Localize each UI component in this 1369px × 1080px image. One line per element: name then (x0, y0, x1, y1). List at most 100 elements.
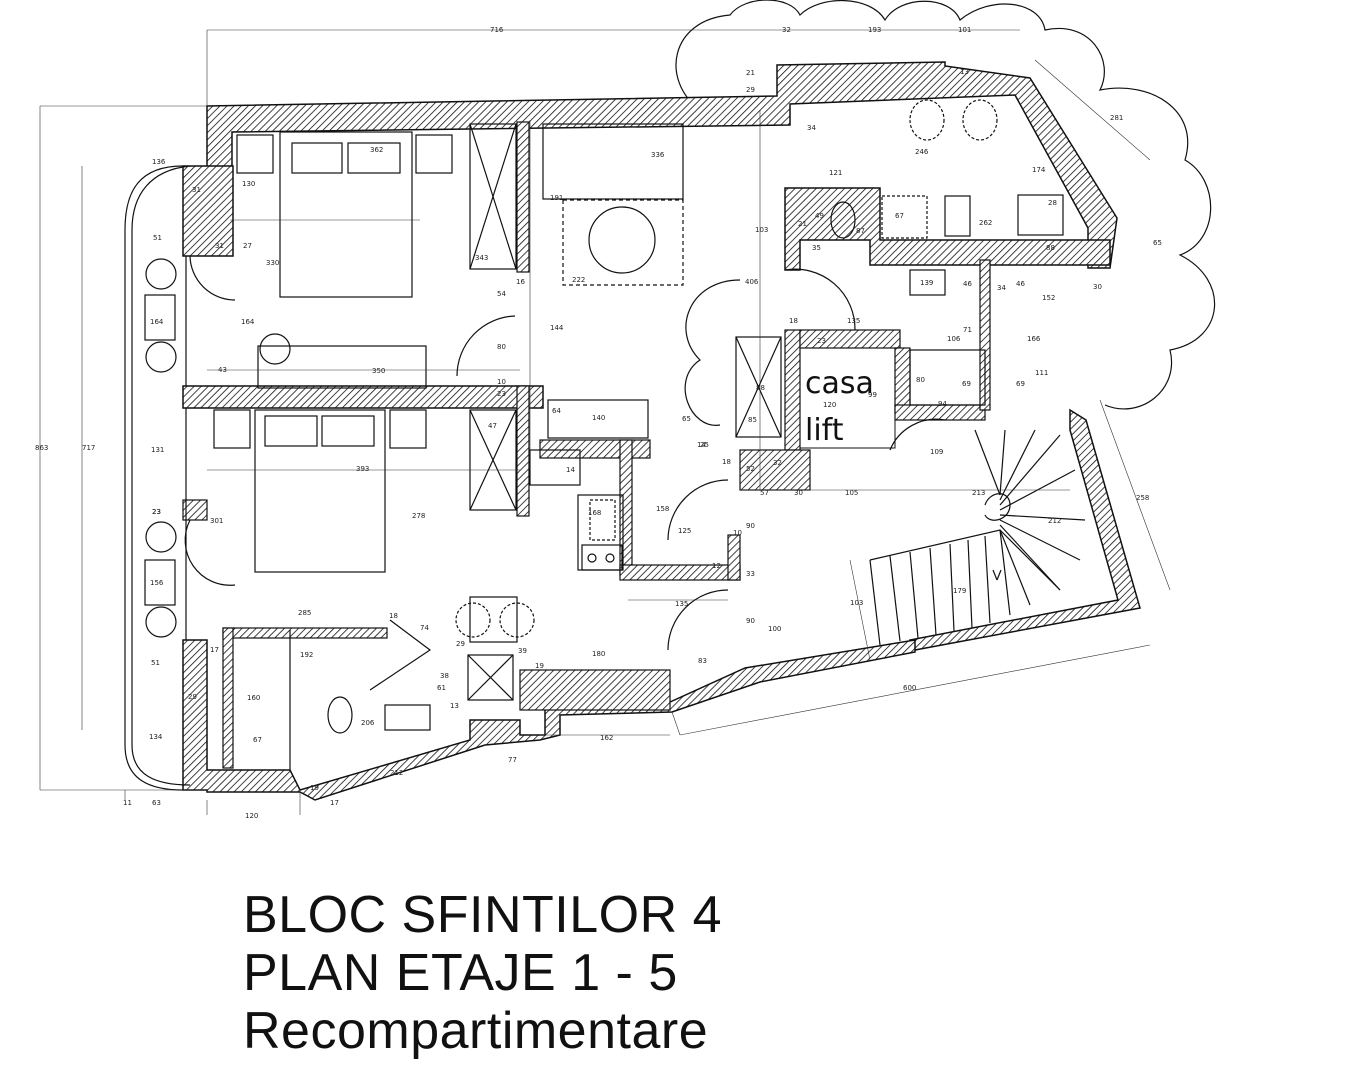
dimension-label: 343 (475, 254, 488, 262)
dimension-label: 362 (370, 146, 383, 154)
dimension-label: 74 (420, 624, 429, 632)
dimension-label: 103 (850, 599, 863, 607)
dimension-label: 193 (868, 26, 881, 34)
exterior-walls (182, 61, 1141, 801)
dimension-label: 17 (210, 646, 219, 654)
dimension-label: 18 (722, 458, 731, 466)
dimension-label: 85 (748, 416, 757, 424)
dimension-label: 31 (192, 186, 201, 194)
dimension-label: 164 (150, 318, 164, 326)
dimension-label: 87 (856, 227, 865, 235)
dimension-label: 174 (1032, 166, 1046, 174)
dimension-label: 262 (979, 219, 992, 227)
dimension-label: 135 (847, 317, 860, 325)
living-furniture (542, 123, 684, 439)
dimension-label: 212 (390, 769, 403, 777)
dimension-label: 51 (151, 659, 160, 667)
dimension-label: 13 (960, 68, 969, 76)
dimension-label: 191 (550, 194, 563, 202)
dimension-label: 90 (746, 522, 755, 530)
dimension-label: 16 (516, 278, 525, 286)
dimension-label: 34 (807, 124, 816, 132)
dimension-label: 101 (958, 26, 971, 34)
dimension-label: 258 (1136, 494, 1149, 502)
dimension-label: 88 (1046, 244, 1055, 252)
elevator-label-line2: lift (805, 413, 844, 448)
dimension-label: 19 (310, 784, 319, 792)
dimension-label: 192 (300, 651, 313, 659)
dimension-label: 134 (149, 733, 163, 741)
dimension-label: 18 (389, 612, 398, 620)
bedroom-2-furniture (184, 409, 517, 586)
dimension-label: 71 (963, 326, 972, 334)
dimension-label: 130 (242, 180, 255, 188)
elevator-label-line1: casa (805, 366, 874, 401)
dimension-label: 80 (497, 343, 506, 351)
floor-plan-drawing: 716 32 193 101 21 29 13 34 246 174 281 6… (35, 0, 1215, 820)
dimension-label: 160 (247, 694, 260, 702)
title-subtitle: Recompartimentare (243, 1002, 709, 1060)
dimension-label: 212 (1048, 517, 1061, 525)
dimension-label: 121 (829, 169, 842, 177)
dimension-label: 65 (682, 415, 691, 423)
dimension-label: 162 (600, 734, 613, 742)
dimension-label: 125 (678, 527, 691, 535)
dimension-label: 38 (440, 672, 449, 680)
dimension-label: 29 (746, 86, 755, 94)
bathroom-fixtures (735, 99, 1064, 451)
dimension-label: 13 (450, 702, 459, 710)
dimension-label: 105 (845, 489, 858, 497)
dimension-label: 54 (497, 290, 506, 298)
dimension-label: 716 (490, 26, 504, 34)
dimension-label: 246 (915, 148, 929, 156)
dimension-label: 106 (947, 335, 961, 343)
dimension-label: 32 (782, 26, 791, 34)
dimension-label: 47 (488, 422, 497, 430)
dimension-label: 144 (550, 324, 564, 332)
dimension-label: 140 (592, 414, 605, 422)
dimension-lines (39, 29, 1171, 815)
dimension-label: 111 (1035, 369, 1048, 377)
dimension-label: 46 (963, 280, 972, 288)
dimension-label: 180 (592, 650, 605, 658)
lower-bathroom-fixtures (289, 596, 535, 770)
dimension-label: 34 (997, 284, 1006, 292)
dimension-label: 336 (651, 151, 665, 159)
dimension-label: 21 (798, 220, 807, 228)
dimension-label: 69 (962, 380, 971, 388)
dimension-label: 156 (150, 579, 164, 587)
dimension-label: 136 (152, 158, 166, 166)
dimension-label: 717 (82, 444, 95, 452)
dimension-label: 139 (920, 279, 933, 287)
dimension-label: 393 (356, 465, 369, 473)
dimension-label: 330 (266, 259, 279, 267)
dimension-label: 28 (1048, 199, 1057, 207)
dimension-label: 69 (1016, 380, 1025, 388)
dimension-label: 168 (588, 509, 601, 517)
dimension-labels: 716 32 193 101 21 29 13 34 246 174 281 6… (35, 26, 1162, 820)
dimension-label: 213 (972, 489, 985, 497)
dimension-label: 406 (745, 278, 759, 286)
dimension-label: 17 (330, 799, 339, 807)
title-plan: PLAN ETAJE 1 - 5 (243, 944, 678, 1002)
dimension-label: 49 (815, 212, 824, 220)
dimension-label: 158 (656, 505, 669, 513)
dimension-label: 30 (1093, 283, 1102, 291)
tree-canopy-outline (675, 0, 1215, 426)
dimension-label: 18 (789, 317, 798, 325)
dimension-label: 600 (903, 684, 916, 692)
dimension-label: 23 (152, 508, 161, 516)
dimension-label: 80 (916, 376, 925, 384)
dimension-label: 90 (746, 617, 755, 625)
dimension-label: 29 (456, 640, 465, 648)
dimension-label: 10 (733, 529, 742, 537)
dimension-label: 164 (241, 318, 255, 326)
dimension-label: 57 (760, 489, 769, 497)
dimension-label: 109 (930, 448, 943, 456)
dimension-label: 281 (1110, 114, 1123, 122)
dimension-label: 63 (152, 799, 161, 807)
dimension-label: 23 (817, 337, 826, 345)
dimension-label: 120 (823, 401, 836, 409)
dimension-label: 23 (497, 390, 506, 398)
dimension-label: 67 (253, 736, 262, 744)
